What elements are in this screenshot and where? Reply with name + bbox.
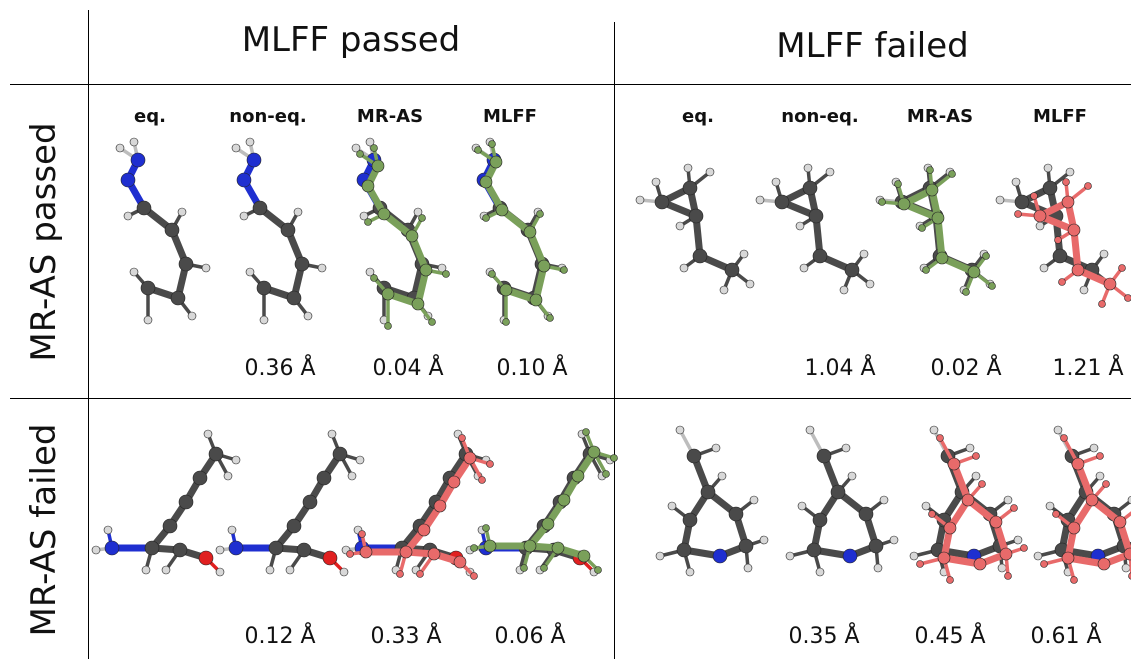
column-header-mlff-passed: MLFF passed bbox=[241, 20, 461, 60]
label-q11-noneq: non-eq. bbox=[229, 106, 307, 127]
molecule-q12-0 bbox=[635, 163, 755, 295]
rmsd-q22-mras: 0.45 Å bbox=[914, 624, 986, 649]
rmsd-q21-noneq: 0.12 Å bbox=[244, 624, 316, 649]
overlay-q22-mras bbox=[916, 434, 1028, 584]
rmsd-q11-noneq: 0.36 Å bbox=[244, 356, 316, 381]
molecule-q21-0 bbox=[91, 429, 241, 577]
rmsd-q11-mras: 0.04 Å bbox=[372, 356, 444, 381]
label-q11-mras: MR-AS bbox=[356, 106, 424, 127]
rmsd-q11-mlff: 0.10 Å bbox=[496, 356, 568, 381]
overlay-q22-mlff bbox=[1040, 434, 1131, 584]
molecule-q22-0 bbox=[655, 425, 769, 577]
molecule-q11-1 bbox=[231, 137, 327, 325]
vertical-divider-left bbox=[88, 10, 89, 659]
overlay-q21-mras bbox=[346, 434, 494, 580]
overlay-q12-mras bbox=[878, 166, 996, 296]
label-q12-eq: eq. bbox=[682, 106, 714, 127]
rmsd-q22-noneq: 0.35 Å bbox=[788, 624, 860, 649]
rmsd-q21-mlff: 0.06 Å bbox=[494, 624, 566, 649]
label-q12-mlff: MLFF bbox=[1033, 106, 1087, 127]
horizontal-divider-middle bbox=[10, 398, 1131, 399]
molecule-q22-1 bbox=[785, 425, 899, 577]
horizontal-divider-top bbox=[10, 84, 1131, 85]
overlay-q11-mlff bbox=[474, 140, 568, 326]
rmsd-q22-mlff: 0.61 Å bbox=[1030, 624, 1102, 649]
molecule-q21-1 bbox=[215, 429, 365, 577]
vertical-divider-middle bbox=[614, 22, 615, 659]
label-q11-eq: eq. bbox=[134, 106, 166, 127]
rmsd-q12-noneq: 1.04 Å bbox=[804, 356, 876, 381]
label-q12-mras: MR-AS bbox=[906, 106, 974, 127]
molecule-q22-3 bbox=[1033, 425, 1131, 577]
overlay-q11-mras bbox=[356, 144, 450, 330]
overlay-q21-mlff bbox=[470, 428, 618, 574]
column-header-mlff-failed: MLFF failed bbox=[776, 26, 969, 66]
rmsd-q21-mras: 0.33 Å bbox=[370, 624, 442, 649]
rmsd-q12-mlff: 1.21 Å bbox=[1052, 356, 1124, 381]
label-q11-mlff: MLFF bbox=[483, 106, 537, 127]
overlay-q12-mlff bbox=[1014, 178, 1131, 308]
label-q12-noneq: non-eq. bbox=[781, 106, 859, 127]
molecule-q12-1 bbox=[755, 163, 875, 295]
rmsd-q12-mras: 0.02 Å bbox=[930, 356, 1002, 381]
molecule-q11-0 bbox=[115, 137, 211, 325]
